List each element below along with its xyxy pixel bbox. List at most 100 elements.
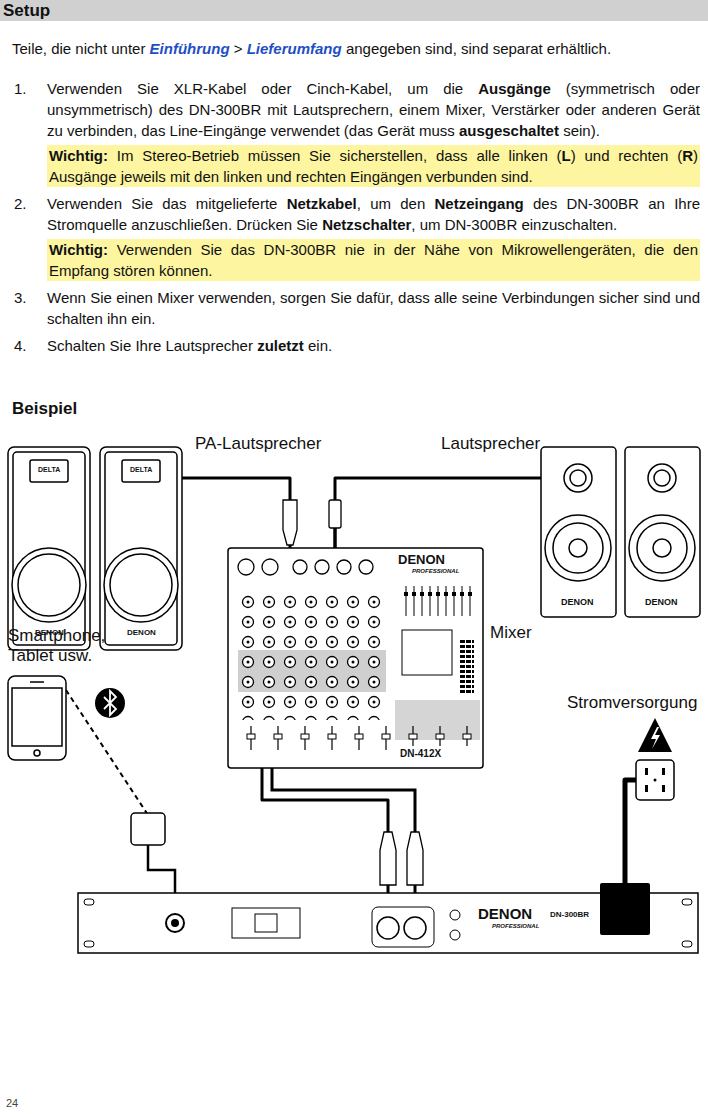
drawing-part [662, 768, 665, 775]
smartphone: Smartphone, Tablet usw. [8, 676, 66, 760]
drawing-part [648, 464, 676, 492]
drawing-part [564, 464, 592, 492]
text-fragment: Netzschalter [322, 216, 411, 233]
text-fragment: Verwenden Sie das DN-300BR nie in der Nä… [49, 241, 698, 279]
text-fragment: Im Stereo-Betrieb müssen Sie sicherstell… [117, 147, 562, 164]
paragraph: Wichtig: Verwenden Sie das DN-300BR nie … [12, 239, 700, 281]
drawing-part [255, 914, 277, 932]
studio-monitor [541, 447, 700, 617]
drawing-part [359, 560, 373, 574]
speakers: Lautsprecher [541, 447, 700, 617]
node-label: Lautsprecher [441, 434, 540, 454]
drawing-part [629, 515, 695, 581]
drawing-part [105, 452, 177, 645]
text-fragment: , um den [357, 195, 426, 212]
text-fragment: Lieferumfang [247, 40, 342, 57]
paragraph: 1. Verwenden Sie XLR-Kabel oder Cinch-Kab… [12, 78, 700, 141]
drawing-part [262, 559, 278, 575]
step-number: 2. [14, 193, 27, 214]
node-label: PA-Lautsprecher [195, 434, 321, 454]
receiver: DENONPROFESSIONALDN-300BR [78, 893, 698, 953]
drawing-part [407, 832, 423, 885]
speaker-logo: DENON [127, 628, 156, 638]
drawing-part [372, 907, 434, 947]
drawing-part [84, 899, 94, 905]
text-fragment: zuletzt [257, 337, 304, 354]
drawing-part [380, 832, 396, 885]
drawing-part [600, 883, 650, 935]
node-label: Smartphone, Tablet usw. [8, 626, 128, 667]
text-fragment: > [234, 40, 243, 57]
drawing-part [329, 500, 341, 528]
text-fragment: angegeben sind, sind separat erhältlich. [346, 40, 611, 57]
drawing-part [682, 899, 692, 905]
speaker-logo: DENON [561, 597, 594, 608]
drawing-part [34, 750, 40, 756]
drawing-part [625, 447, 700, 617]
drawing-part [104, 548, 178, 622]
drawing-part [272, 768, 415, 893]
power-outlet: Stromversorgung [636, 760, 674, 800]
drawing-part [570, 470, 586, 486]
drawing-part [13, 452, 85, 645]
warning-sign [638, 718, 672, 752]
smartphone [8, 676, 66, 760]
paragraph: Wichtig: Im Stereo-Betrieb müssen Sie si… [12, 145, 700, 187]
drawing-part [283, 500, 297, 545]
text-fragment: Ausgänge [478, 80, 551, 97]
step-number: 1. [14, 78, 27, 99]
drawing-part [12, 548, 86, 622]
drawing-part [334, 528, 337, 548]
drawing-part [404, 917, 426, 939]
drawing-part [682, 941, 692, 947]
drawing-part [654, 470, 670, 486]
drawing-part [131, 813, 165, 845]
drawing-part [122, 460, 160, 482]
drawing-part [166, 914, 184, 932]
drawing-part [238, 559, 254, 575]
drawing-part [638, 718, 672, 752]
drawing-part [395, 550, 479, 586]
drawing-part [148, 845, 175, 895]
page-title: Setup [3, 0, 50, 21]
text-fragment: Verwenden Sie XLR-Kabel oder Cinch-Kabel… [47, 80, 463, 97]
section-heading: Beispiel [12, 399, 77, 419]
drawing-part [377, 917, 399, 939]
drawing-part [171, 919, 179, 927]
drawing-part [238, 592, 386, 720]
drawing-part [110, 554, 172, 616]
xlr-plug [380, 832, 423, 885]
paragraph: 3.Wenn Sie einen Mixer verwenden, sorgen… [12, 287, 700, 329]
step-number: 4. [14, 335, 27, 356]
bluetooth-icon [95, 688, 125, 718]
paragraph: 4. Schalten Sie Ihre Lautsprecher zuletzt… [12, 335, 700, 356]
drawing-part [569, 539, 587, 557]
text-fragment: R [682, 147, 693, 164]
drawing-part [228, 548, 483, 768]
text-fragment: , um DN-300BR einzuschalten. [411, 216, 617, 233]
drawing-part [95, 688, 125, 718]
text-fragment: Wenn Sie einen Mixer verwenden, sorgen S… [47, 289, 700, 327]
drawing-part [8, 676, 66, 760]
node-label: Stromversorgung [567, 693, 697, 713]
text-fragment: sein). [563, 122, 600, 139]
node-label: Mixer [490, 623, 532, 643]
paragraph: 2.Verwenden Sie das mitgelieferte Netzka… [12, 193, 700, 235]
speaker-logo: DENON [645, 597, 678, 608]
speaker-logo: DELTA [130, 466, 152, 474]
text-fragment: Netzkabel [287, 195, 357, 212]
drawing-part [460, 640, 474, 695]
drawing-part [8, 447, 90, 650]
cable-plug [283, 500, 341, 548]
drawing-part [30, 681, 44, 683]
drawing-part [545, 515, 611, 581]
cable [625, 780, 636, 893]
cable [335, 478, 541, 548]
drawing-part [402, 630, 452, 675]
speaker-logo: DELTA [38, 466, 60, 474]
drawing-part [104, 691, 116, 715]
text-fragment: Wichtig: [49, 241, 108, 258]
cable [182, 478, 290, 548]
text-fragment: Schalten Sie Ihre Lautsprecher [47, 337, 253, 354]
text-column: Teile, die nicht unter Einführung > Lief… [12, 38, 700, 356]
